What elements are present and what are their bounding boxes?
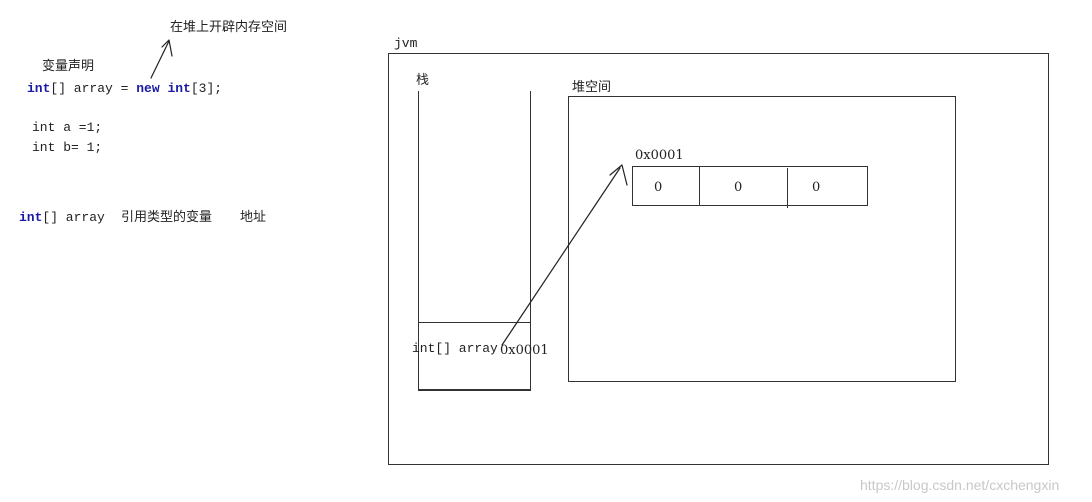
heap-note-arrow: [150, 39, 173, 79]
watermark: https://blog.csdn.net/cxchengxin: [860, 477, 1060, 493]
reference-arrow: [501, 164, 628, 346]
array-cell-0: 0: [654, 180, 663, 195]
heap-note-arrow-head: [161, 39, 173, 57]
heap-label: 堆空间: [572, 80, 612, 95]
reference-arrow-shaft: [501, 167, 621, 346]
address-label: 地址: [240, 210, 267, 225]
code-array-declaration: int[] array = new int[3];: [27, 82, 222, 95]
stack-left-wall: [418, 91, 419, 390]
reference-type-description: 引用类型的变量: [121, 210, 213, 225]
stack-frame-address: 0x0001: [500, 343, 549, 358]
variable-declaration-note: 变量声明: [42, 59, 95, 74]
reference-variable-line: int[] array: [19, 211, 105, 224]
array-cell-1: 0: [734, 180, 743, 195]
keyword-int-2: int: [167, 81, 191, 96]
array-cell-2: 0: [812, 180, 821, 195]
stack-frame-variable: int[] array: [412, 341, 498, 356]
code-int-a: int a =1;: [32, 120, 103, 135]
keyword-int: int: [27, 81, 51, 96]
code-int-b: int b= 1;: [32, 140, 103, 155]
code-fragment: [] array =: [50, 81, 137, 96]
reference-arrow-head: [609, 164, 628, 186]
heap-array: [632, 166, 868, 206]
heap-note-arrow-shaft: [150, 40, 170, 79]
keyword-new: new: [136, 81, 160, 96]
stack-right-wall: [530, 91, 531, 390]
jvm-label: jvm: [394, 36, 418, 51]
array-divider-1: [699, 166, 700, 206]
heap-box: [568, 96, 956, 382]
stack-bottom: [418, 389, 531, 391]
heap-allocation-note: 在堆上开辟内存空间: [170, 20, 288, 35]
stack-label: 栈: [416, 73, 430, 88]
ref-var-name: [] array: [42, 210, 105, 225]
heap-array-address: 0x0001: [635, 148, 684, 163]
jvm-box: [388, 53, 1049, 465]
array-divider-2: [787, 168, 788, 208]
code-fragment-tail: [3];: [190, 81, 223, 96]
stack-frame-top: [418, 322, 530, 323]
keyword-int-3: int: [19, 210, 43, 225]
